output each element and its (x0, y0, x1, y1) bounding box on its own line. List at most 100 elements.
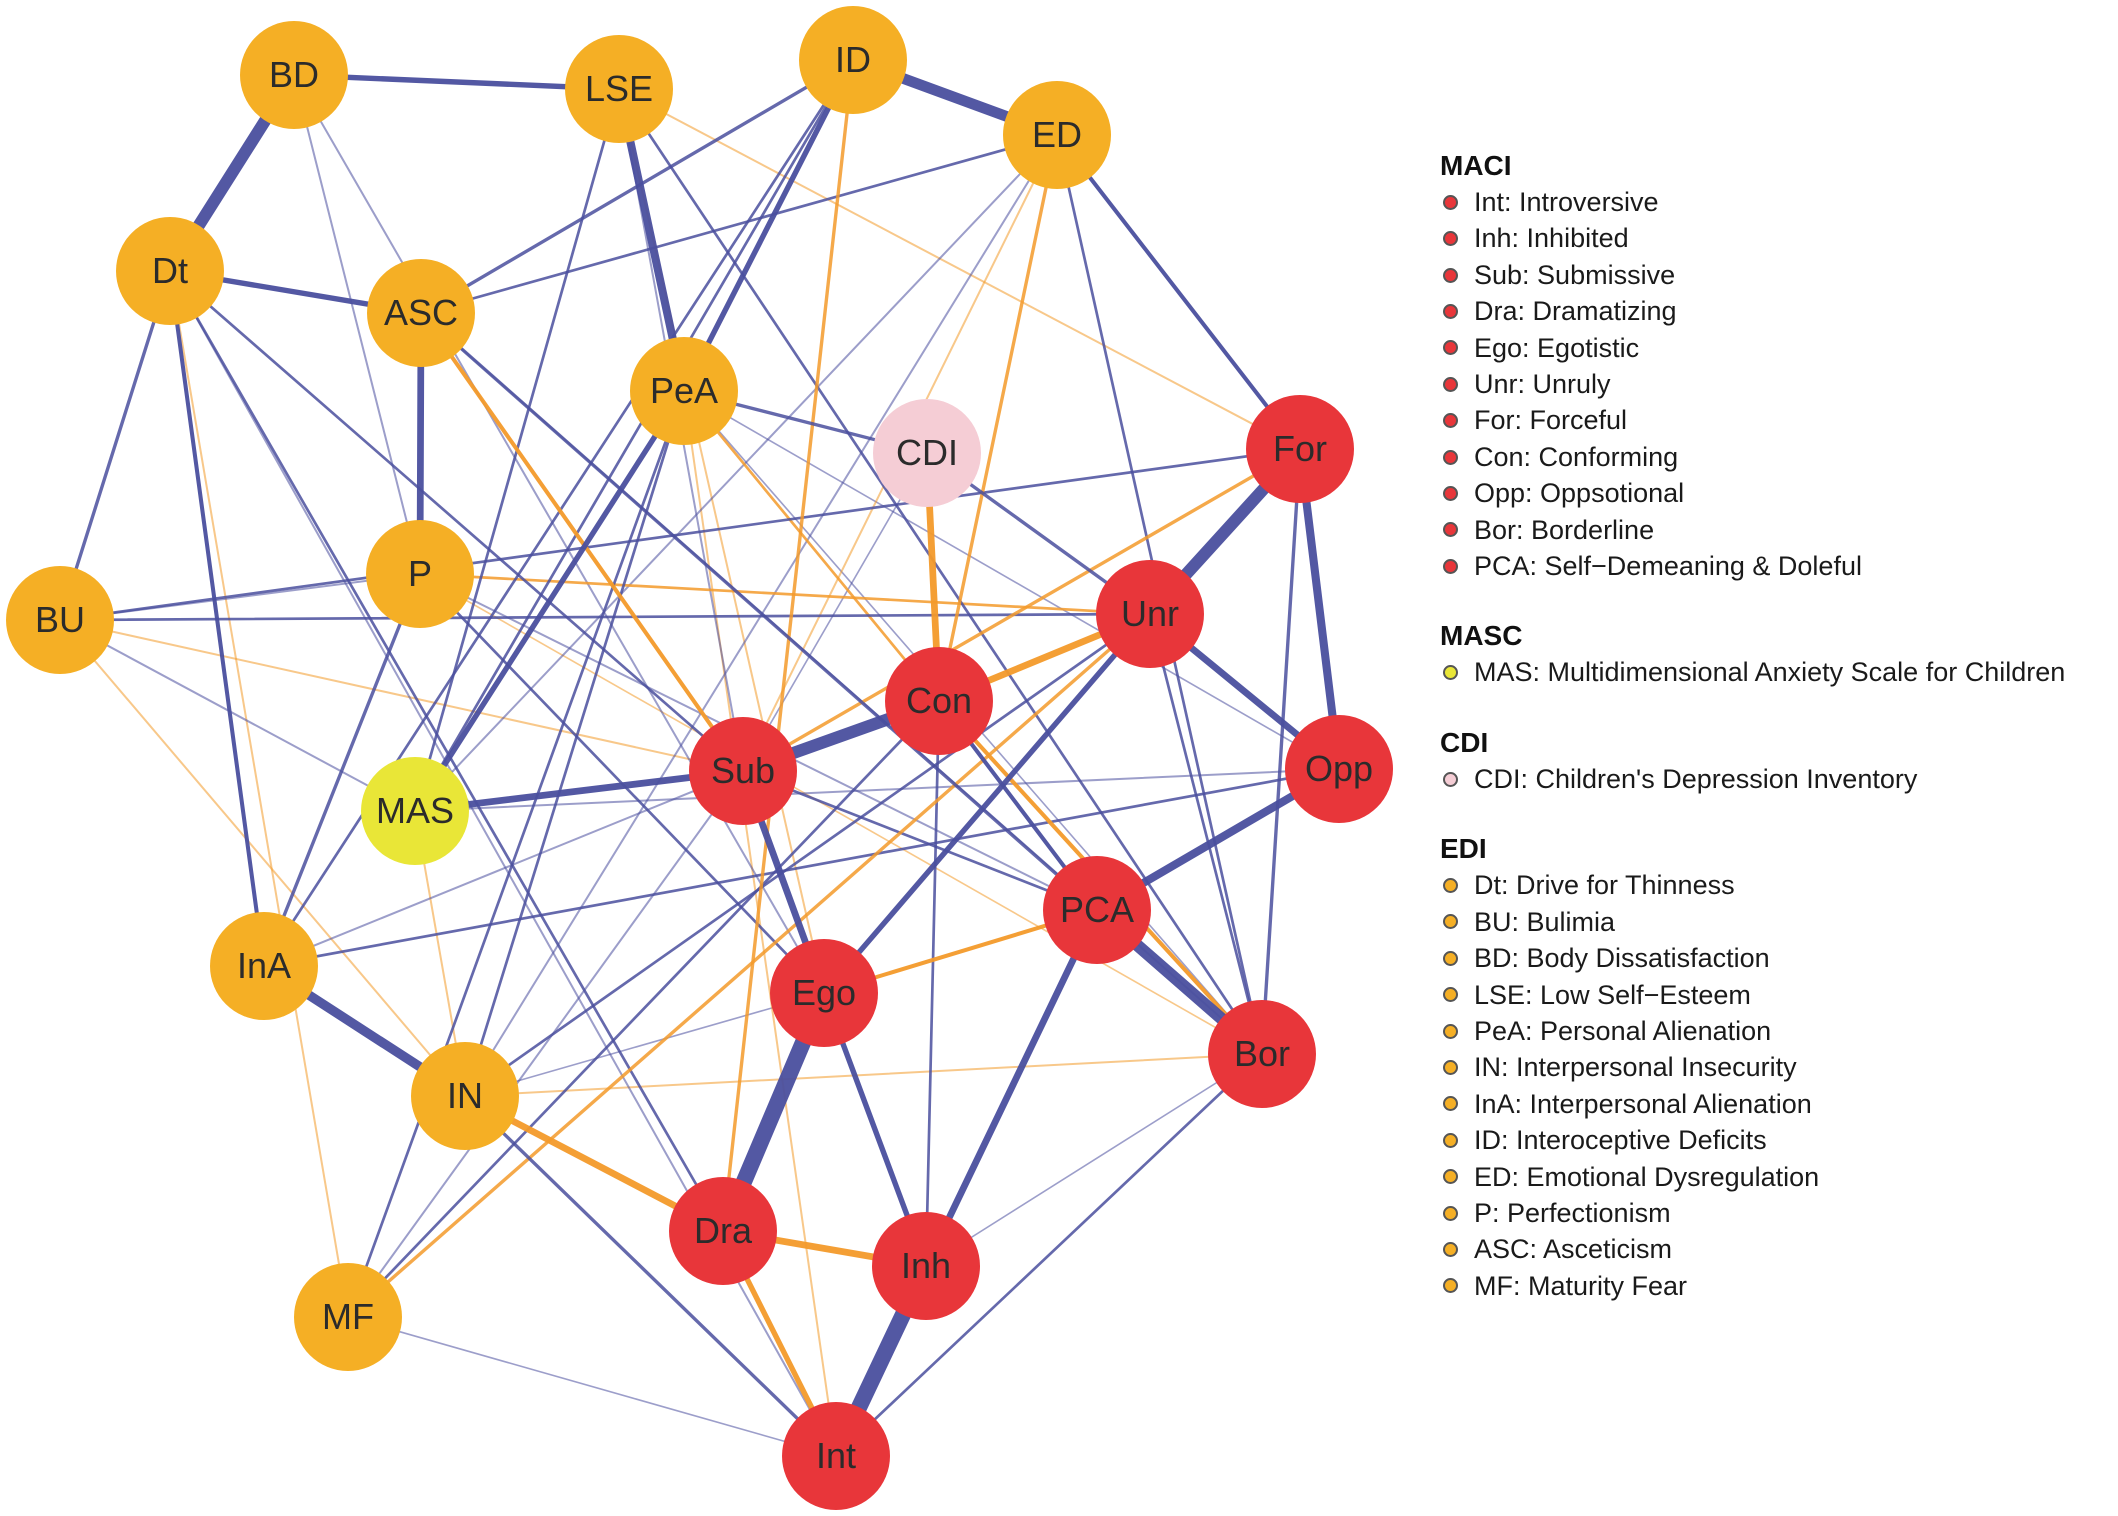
edge-bu-mas (58, 618, 417, 813)
edge-pea-con (682, 389, 941, 703)
edge-ina-p (262, 572, 422, 968)
legend-item: Dra: Dramatizing (1440, 293, 2110, 329)
node-p: P (366, 520, 474, 628)
node-circle (1208, 1000, 1316, 1108)
legend-item: LSE: Low Self−Esteem (1440, 977, 2110, 1013)
legend-item: MF: Maturity Fear (1440, 1268, 2110, 1304)
edge-mf-pea (346, 389, 686, 1319)
node-label: Dt (152, 250, 188, 291)
legend-item: ID: Interoceptive Deficits (1440, 1122, 2110, 1158)
edge-mf-unr (346, 612, 1152, 1319)
edge-bu-unr (58, 612, 1152, 622)
node-unr: Unr (1096, 560, 1204, 668)
node-label: LSE (585, 68, 653, 109)
edge-bd-p (292, 73, 422, 576)
node-circle (669, 1177, 777, 1285)
legend-label: ID: Interoceptive Deficits (1474, 1125, 1767, 1156)
edge-unr-ego (821, 611, 1153, 996)
legend-label: Bor: Borderline (1474, 514, 1655, 545)
legend-dot-icon (1443, 194, 1458, 210)
legend-label: Int: Introversive (1474, 187, 1659, 217)
node-label: Inh (901, 1245, 951, 1286)
legend-label: For: Forceful (1474, 405, 1628, 436)
legend-item: Unr: Unruly (1440, 366, 2110, 402)
node-in: IN (411, 1042, 519, 1150)
edge-mf-sub (346, 769, 745, 1319)
legend-item: Sub: Submissive (1440, 257, 2110, 293)
node-label: Unr (1121, 593, 1179, 634)
edge-in-pea (463, 389, 686, 1098)
node-mas: MAS (361, 757, 469, 865)
legend-dot-icon (1443, 522, 1458, 538)
legend-item: ASC: Asceticism (1440, 1231, 2110, 1267)
legend-title: MASC (1440, 620, 1523, 652)
edge-dt-mf (168, 269, 350, 1319)
node-lse: LSE (565, 35, 673, 143)
legend-item: MAS: Multidimensional Anxiety Scale for … (1440, 654, 2110, 690)
legend-dot-icon (1443, 413, 1458, 429)
node-label: Bor (1234, 1033, 1290, 1074)
node-circle (1096, 560, 1204, 668)
legend-item: Opp: Oppsotional (1440, 475, 2110, 511)
legend-dot-icon (1443, 267, 1458, 283)
edge-ed-asc (419, 133, 1059, 315)
node-asc: ASC (367, 259, 475, 367)
edge-for-bor (1260, 447, 1302, 1056)
edge-lse-bor (617, 87, 1264, 1056)
node-ina: InA (210, 912, 318, 1020)
node-circle (1003, 81, 1111, 189)
node-id: ID (799, 6, 907, 114)
node-label: ID (835, 39, 871, 80)
edge-in-int (463, 1094, 838, 1458)
node-label: Ego (792, 972, 856, 1013)
edge-in-unr (463, 612, 1152, 1098)
legend-label: Unr: Unruly (1474, 369, 1611, 400)
node-label: ASC (384, 292, 458, 333)
edge-ina-opp (262, 767, 1341, 968)
node-circle (782, 1402, 890, 1510)
node-circle (799, 6, 907, 114)
legend-label: MAS: Multidimensional Anxiety Scale for … (1474, 657, 2066, 688)
node-ego: Ego (770, 939, 878, 1047)
node-circle (294, 1263, 402, 1371)
edge-ina-sub (262, 769, 745, 968)
legend-title: EDI (1440, 833, 1487, 865)
edge-int-bor (834, 1052, 1264, 1458)
node-circle (630, 337, 738, 445)
edge-lse-for (617, 87, 1302, 451)
edge-opp-mas (413, 767, 1341, 813)
node-label: PCA (1060, 889, 1134, 930)
legend-label: Dt: Drive for Thinness (1474, 870, 1735, 901)
legend-item: PCA: Self−Demeaning & Doleful (1440, 548, 2110, 584)
node-circle (1043, 856, 1151, 964)
legend-label: BU: Bulimia (1474, 906, 1616, 937)
node-circle (1246, 395, 1354, 503)
node-circle (367, 259, 475, 367)
edge-unr-bor (1148, 612, 1264, 1056)
node-label: Dra (694, 1210, 753, 1251)
node-opp: Opp (1285, 715, 1393, 823)
node-label: Opp (1305, 748, 1373, 789)
legend-dot-icon (1443, 449, 1458, 465)
node-label: Sub (711, 750, 775, 791)
legend-item: Ego: Egotistic (1440, 330, 2110, 366)
legend-item: InA: Interpersonal Alienation (1440, 1086, 2110, 1122)
legend-group-masc: MASC MAS: Multidimensional Anxiety Scale … (1440, 618, 2110, 690)
legend-dot-icon (1443, 340, 1458, 356)
edge-in-bor (463, 1052, 1264, 1098)
node-bu: BU (6, 566, 114, 674)
legend-dot-icon (1443, 1060, 1458, 1076)
legend-dot-icon (1443, 877, 1458, 893)
legend-dot-icon (1443, 987, 1458, 1003)
node-ed: ED (1003, 81, 1111, 189)
node-label: Int (816, 1435, 856, 1476)
node-label: For (1273, 428, 1327, 469)
node-circle (210, 912, 318, 1020)
legend-label: LSE: Low Self−Esteem (1474, 979, 1751, 1010)
node-label: P (408, 553, 432, 594)
